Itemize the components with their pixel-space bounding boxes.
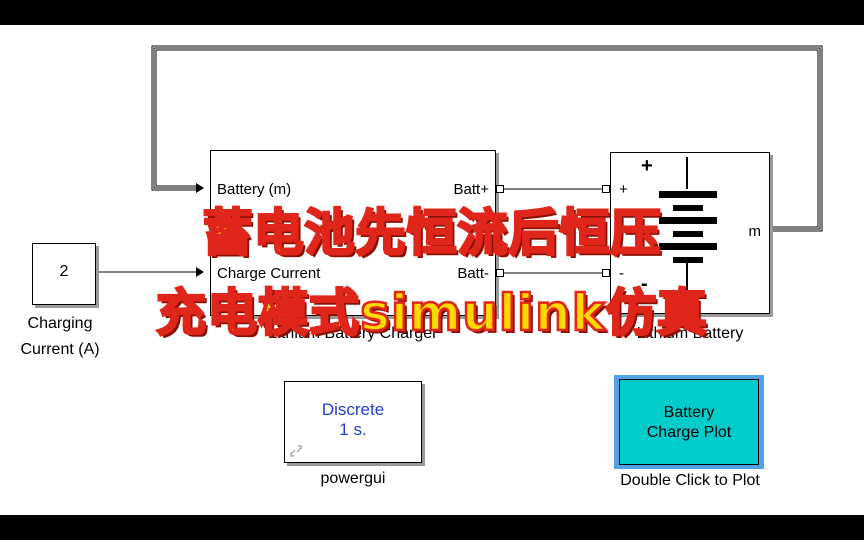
charger-batt-plus-port[interactable] [496,185,504,193]
port-battery-m-label: Battery (m) [217,181,292,198]
port-batt-minus-label: Batt- [457,265,489,282]
plot-block-name: Double Click to Plot [620,472,760,489]
port-charge-current-label: Charge Current [217,265,321,282]
charger-input-port-1[interactable] [196,183,204,193]
battery-port-m-label: m [748,223,762,240]
constant-value: 2 [59,263,69,280]
powergui-block[interactable]: Discrete 1 s. [284,381,422,463]
plot-line2: Charge Plot [646,424,732,441]
feedback-bus-outer [151,45,823,232]
battery-port-minus-label: - [619,265,624,282]
charger-input-port-2[interactable] [196,267,204,277]
battery-plus-port[interactable] [602,185,610,193]
powergui-block-name: powergui [320,470,386,487]
battery-charge-plot-block[interactable]: Battery Charge Plot [619,379,759,465]
charging-current-constant-block[interactable]: 2 [32,243,96,305]
powergui-sample-time: 1 s. [339,420,367,439]
battery-minus-port[interactable] [602,269,610,277]
lithium-battery-block[interactable]: + - + - m [610,152,770,314]
constant-label-line2: Current (A) [20,341,100,358]
title-overlay-line1: 蓄电池先恒流后恒压 [201,203,662,264]
battery-minus-sign: - [641,273,648,295]
charger-block-name: Lithium Battery Charger [268,325,438,342]
battery-symbol-icon [659,157,717,293]
charger-batt-minus-port[interactable] [496,269,504,277]
link-icon [290,445,302,457]
signal-wires [96,45,823,274]
powergui-mode: Discrete [321,400,385,419]
simulink-canvas[interactable]: 2 Charging Current (A) Battery (m) Charg… [0,25,864,515]
feedback-bus-inner [155,49,819,228]
title-overlay-line2: 充电模式simulink仿真 [155,283,708,344]
port-batt-plus-label: Batt+ [453,181,489,198]
battery-port-plus-label: + [619,181,628,198]
battery-block-name: Lithium Battery [636,325,744,342]
plot-line1: Battery [663,404,715,421]
feedback-bus-mid [153,47,821,230]
constant-label-line1: Charging [27,315,93,332]
battery-plus-sign: + [641,155,653,177]
lithium-battery-charger-block[interactable]: Battery (m) Charge Current Batt+ Batt- [210,150,496,316]
